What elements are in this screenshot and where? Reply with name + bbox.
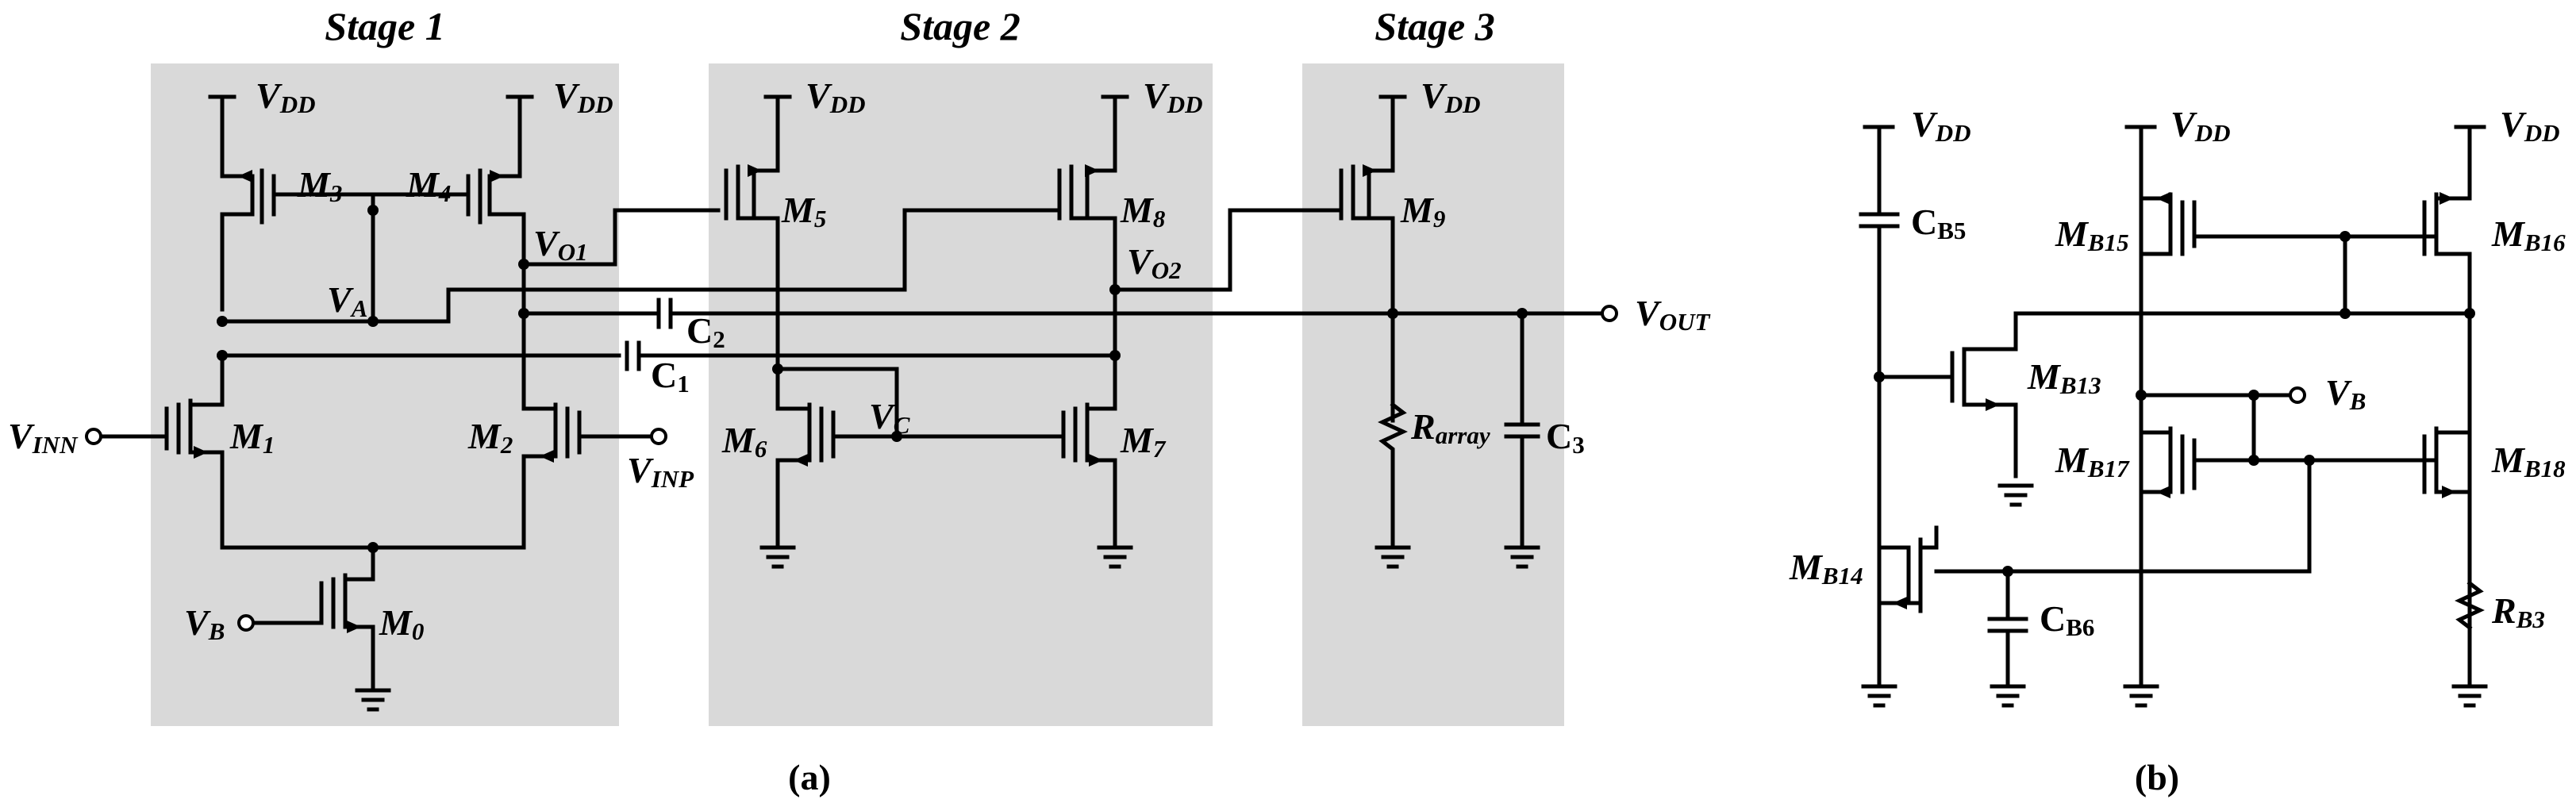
m2-transistor xyxy=(521,394,653,550)
ground-mb17 xyxy=(2123,684,2159,708)
m7-label: M7 xyxy=(1120,420,1167,463)
m1-label: M1 xyxy=(229,416,275,459)
ground-m0 xyxy=(355,688,391,712)
vdd-label-2: VDD xyxy=(553,75,613,118)
rb3-label: RB3 xyxy=(2491,590,2545,633)
ground-mb14 xyxy=(1861,684,1897,708)
mb14-label: MB14 xyxy=(1789,547,1863,590)
mb14-transistor xyxy=(1877,525,2312,613)
cb6-label: CB6 xyxy=(2040,598,2094,641)
stage-3-box xyxy=(1302,63,1564,726)
va-label: VA xyxy=(327,279,367,322)
m8-label: M8 xyxy=(1120,190,1166,232)
m0-label: M0 xyxy=(379,602,424,645)
vinp-label: VINP xyxy=(627,450,694,493)
vdd-label-4: VDD xyxy=(1143,75,1202,118)
stage-1-box xyxy=(151,63,619,726)
mb16-label: MB16 xyxy=(2491,213,2566,256)
ground-cb6 xyxy=(1990,684,2026,708)
cb5-label: CB5 xyxy=(1911,202,1966,244)
m6-label: M6 xyxy=(721,420,767,463)
panel-b: VDD CB5 MB13 MB14 CB6 VDD MB15 xyxy=(1789,104,2566,797)
vdd-label-1: VDD xyxy=(256,75,315,118)
vinn-label: VINN xyxy=(8,416,79,459)
mb13-label: MB13 xyxy=(2027,356,2101,399)
m2-label: M2 xyxy=(467,416,513,459)
rb3-resistor xyxy=(2455,580,2485,631)
mb15-transistor xyxy=(2124,125,2439,686)
mb17-label: MB17 xyxy=(2055,440,2130,482)
vo1-label: VO1 xyxy=(533,223,588,266)
stage-2-title: Stage 2 xyxy=(900,4,1020,48)
mb17-transistor xyxy=(2139,393,2439,498)
rarray-label: Rarray xyxy=(1410,406,1490,449)
vdd-label-3: VDD xyxy=(805,75,865,118)
m5-transistor xyxy=(724,94,792,371)
m4-label: M4 xyxy=(406,164,451,207)
vdd-label-5: VDD xyxy=(1421,75,1480,118)
stage-3-title: Stage 3 xyxy=(1375,4,1494,48)
c2-label: C2 xyxy=(686,310,725,353)
vdd-label-b3: VDD xyxy=(2500,104,2559,147)
stage-2-box xyxy=(709,63,1213,726)
c3-label: C3 xyxy=(1546,416,1585,459)
vc-label: VC xyxy=(869,396,910,439)
vout-label: VOUT xyxy=(1635,293,1710,336)
panel-a: Stage 1 Stage 2 Stage 3 VDD M3 VDD M4 VA… xyxy=(8,4,1710,797)
ground-m7 xyxy=(1097,545,1133,569)
vb-label-a: VB xyxy=(184,602,225,645)
m5-label: M5 xyxy=(781,190,826,232)
m9-transistor xyxy=(1339,94,1407,423)
ground-rb3 xyxy=(2451,684,2488,708)
mb15-label: MB15 xyxy=(2055,213,2129,256)
m4-transistor xyxy=(371,94,534,399)
vdd-label-b2: VDD xyxy=(2170,104,2230,147)
ground-m6 xyxy=(759,545,796,569)
m8-transistor xyxy=(1057,94,1129,359)
m9-label: M9 xyxy=(1400,190,1445,232)
r-array-resistor xyxy=(1378,402,1408,550)
vdd-label-b1: VDD xyxy=(1911,104,1970,147)
m0-transistor xyxy=(252,545,375,693)
caption-a: (a) xyxy=(788,757,831,797)
ground-mb13 xyxy=(1997,483,2034,507)
m3-label: M3 xyxy=(297,164,342,207)
mb13-transistor xyxy=(1877,311,2466,478)
mb18-transistor xyxy=(2422,426,2472,498)
m7-transistor xyxy=(1061,355,1117,550)
caption-b: (b) xyxy=(2135,757,2179,797)
ground-c3 xyxy=(1504,545,1540,569)
vo2-label: VO2 xyxy=(1127,241,1182,284)
stage-1-title: Stage 1 xyxy=(325,4,444,48)
mb18-label: MB18 xyxy=(2491,440,2566,482)
vb-label-b: VB xyxy=(2325,372,2366,415)
c1-label: C1 xyxy=(651,355,690,398)
m3-transistor xyxy=(208,94,375,312)
ground-r xyxy=(1375,545,1411,569)
m6-transistor xyxy=(775,367,1066,550)
mb16-transistor xyxy=(2422,125,2486,686)
m1-transistor xyxy=(101,353,225,550)
